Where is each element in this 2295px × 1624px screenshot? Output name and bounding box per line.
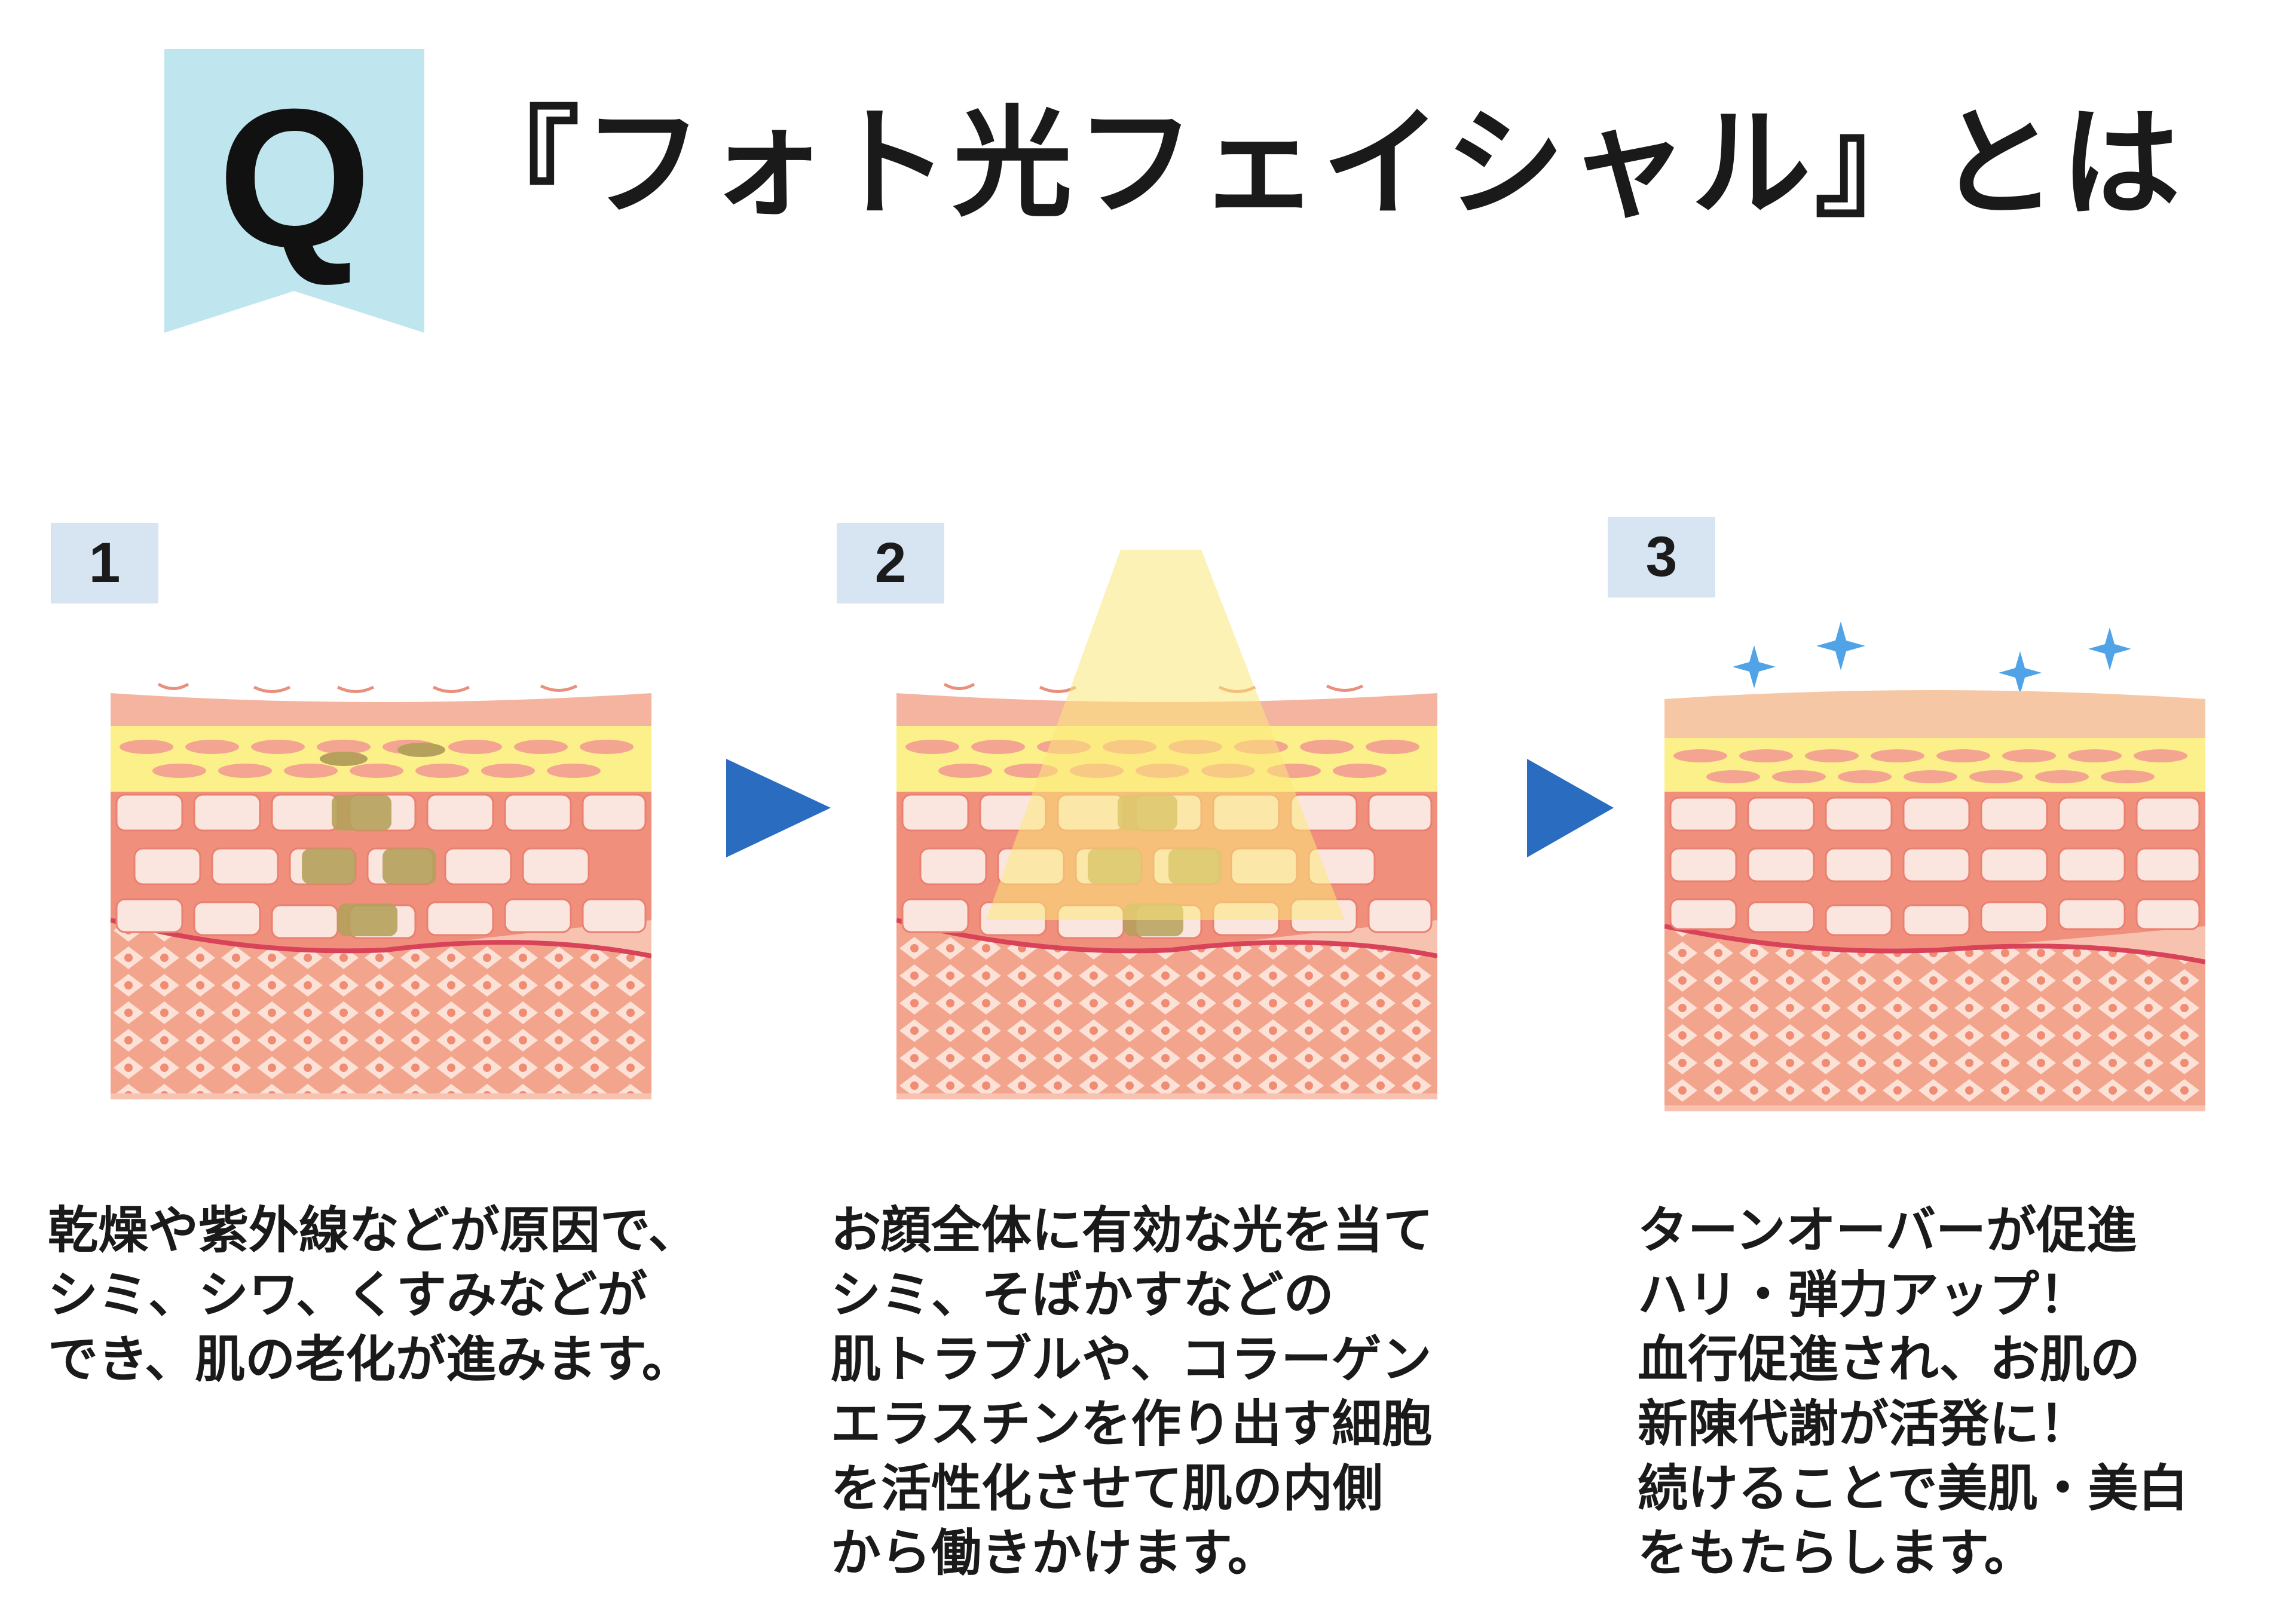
step-3-label: 3 [1608, 517, 1715, 597]
step-3-description: ターンオーバーが促進 ハリ・弾力アップ！ 血行促進され、お肌の 新陳代謝が活発に… [1638, 1198, 2188, 1585]
skin-diagram-1 [111, 682, 651, 1099]
step-3-line: 血行促進され、お肌の [1638, 1330, 2140, 1389]
step-2-description: お顔全体に有効な光を当て シミ、そばかすなどの 肌トラブルや、コラーゲン エラス… [831, 1198, 1433, 1585]
page-title: 『フォト光フェイシャル』とは [460, 94, 2184, 234]
arrow-right-icon [726, 759, 831, 857]
step-2-line: エラスチンを作り出す細胞 [831, 1395, 1433, 1453]
skin-diagram-2 [896, 550, 1437, 1099]
step-3-line: 新陳代謝が活発に！ [1638, 1395, 2090, 1453]
step-2-line: を活性化させて肌の内側 [831, 1459, 1384, 1518]
skin-diagram-3 [1664, 621, 2205, 1111]
step-3-line: ターンオーバーが促進 [1638, 1201, 2137, 1260]
step-2-line: 肌トラブルや、コラーゲン [831, 1330, 1432, 1389]
step-3-line: ハリ・弾力アップ！ [1638, 1266, 2090, 1324]
sparkle-icon [1733, 621, 2131, 694]
step-1-description: 乾燥や紫外線などが原因で、 シミ、シワ、くすみなどが でき、肌の老化が進みます。 [48, 1198, 699, 1392]
q-badge-icon: Q [164, 49, 424, 333]
step-2-line: お顔全体に有効な光を当て [831, 1201, 1434, 1260]
step-1-line: でき、肌の老化が進みます。 [48, 1330, 692, 1389]
step-2-label: 2 [837, 523, 944, 603]
light-beam-icon [986, 550, 1345, 920]
step-3-line: をもたらします。 [1638, 1524, 2034, 1582]
step-2-line: シミ、そばかすなどの [831, 1266, 1334, 1324]
arrow-right-icon [1527, 759, 1614, 857]
step-1-line: シミ、シワ、くすみなどが [48, 1266, 647, 1324]
step-1-line: 乾燥や紫外線などが原因で、 [48, 1201, 699, 1260]
q-badge-letter: Q [218, 68, 372, 288]
step-3-line: 続けることで美肌・美白 [1638, 1459, 2189, 1518]
step-2-line: から働きかけます。 [831, 1524, 1278, 1582]
step-1-label: 1 [51, 523, 158, 603]
